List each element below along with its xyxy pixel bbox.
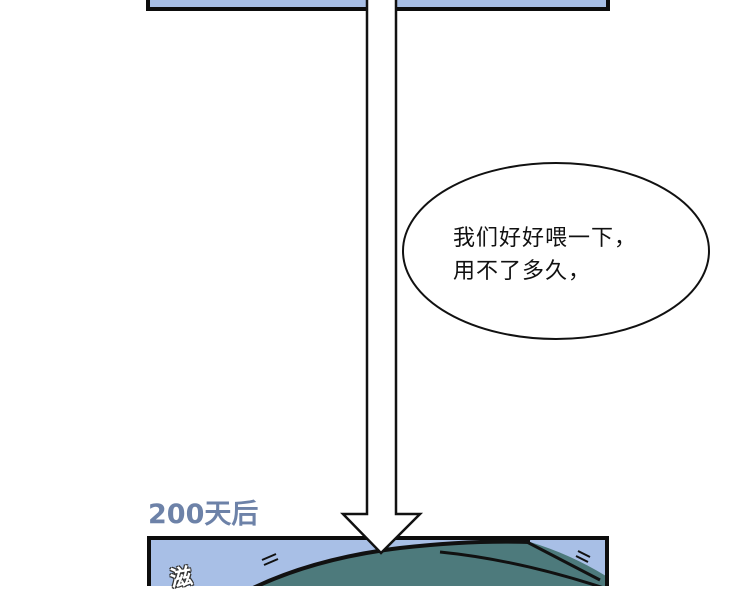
speech-bubble-text: 我们好好喂一下， 用不了多久， bbox=[453, 222, 713, 288]
down-arrow bbox=[340, 0, 424, 555]
speech-bubble bbox=[402, 162, 710, 340]
speech-line-1: 我们好好喂一下， bbox=[453, 226, 638, 251]
time-caption: 200天后 bbox=[148, 499, 259, 530]
speech-line-2: 用不了多久， bbox=[453, 259, 592, 284]
bottom-panel bbox=[147, 536, 609, 586]
